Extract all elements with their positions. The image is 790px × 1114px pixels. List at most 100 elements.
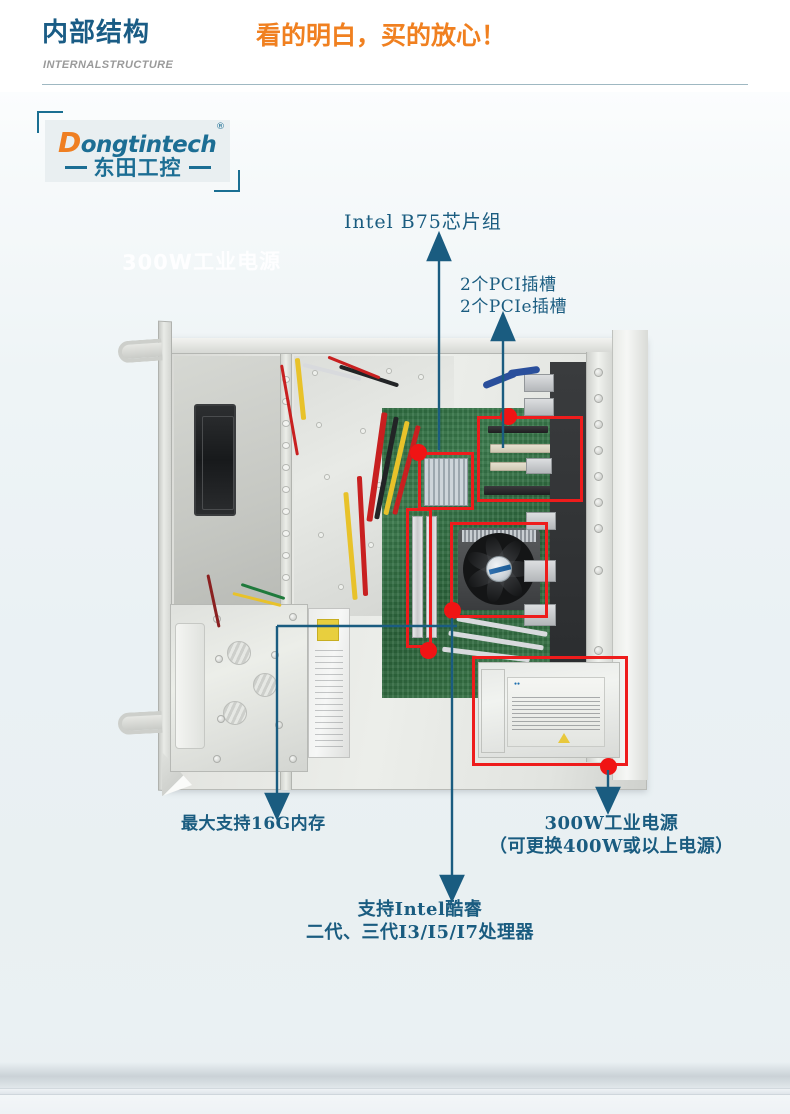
rail-screw [594,394,603,403]
marker-dot-chipset [410,444,427,461]
highlight-box-memory [406,508,432,648]
callout-line: （可更换400W或以上电源） [489,836,734,858]
bracket-screw [275,721,283,729]
cable-grommet [282,574,290,581]
shelf-edge [0,1088,790,1095]
logo-corner-bottom-right [214,170,240,192]
io-connector [526,458,552,474]
chassis-top-rail [167,338,647,354]
arrow-head-cpu [439,874,465,903]
screw-hole [368,542,374,548]
logo-chinese-row: 东田工控 [55,152,220,182]
callout-label-chipset: Intel B75芯片组 [344,210,502,234]
chipset-heatsink [424,458,468,506]
page-subtitle-en: INTERNALSTRUCTURE [43,59,174,71]
pcie-slot [484,486,576,495]
io-connector [526,512,556,530]
bracket-screw [215,655,223,663]
cable-grommet [282,486,290,493]
rail-screw [594,566,603,575]
rail-screw [594,498,603,507]
rail-screw [594,524,603,533]
io-connector [524,374,554,392]
pcie-slot [488,426,548,433]
screw-hole [418,374,424,380]
arrow-head-chipset [426,230,452,262]
marker-dot-memory [420,642,437,659]
vent-hole [223,701,247,725]
drive-bay-bracket [170,604,308,772]
screw-hole [360,428,366,434]
screw-hole [386,368,392,374]
logo-wordmark: Dongtintech [58,126,217,159]
cable-grommet [282,442,290,449]
logo-dash-left [64,165,87,169]
shelf-base [0,1095,790,1114]
callout-line: 2个PCI插槽 [460,275,557,295]
psu-label: ●● [507,677,605,747]
logo-corner-top-left [37,111,63,133]
logo-wordmark-rest: ongtintech [80,132,217,158]
logo-chinese-name: 东田工控 [93,156,182,180]
header-slogan: 看的明白，买的放心！ [256,21,507,50]
logo-dash-right [188,165,211,169]
page-header: 内部结构 INTERNALSTRUCTURE 看的明白，买的放心！ [0,0,790,92]
memory-slot [412,516,423,638]
callout-label-slots: 2个PCI插槽 2个PCIe插槽 [460,275,567,319]
cable-grommet [282,508,290,515]
cable-grommet [282,530,290,537]
callout-label-memory: 最大支持16G内存 [181,814,326,836]
bracket-screw [213,755,221,763]
cable-grommet [282,552,290,559]
power-supply-unit: ●● [478,662,620,758]
screw-hole [318,532,324,538]
rail-screw [594,420,603,429]
brand-logo: Dongtintech ® 东田工控 [37,111,240,192]
io-connector [524,560,556,582]
screw-hole [316,422,322,428]
registered-trademark-icon: ® [216,122,225,132]
marker-dot-psu [600,758,617,775]
logo-lead-letter: D [58,126,81,159]
chassis-handle-bottom [117,710,163,736]
watermark-text: 300W工业电源 [121,249,282,275]
callout-line: 300W工业电源 [544,813,679,834]
screw-hole [324,474,330,480]
callout-label-psu: 300W工业电源 （可更换400W或以上电源） [489,812,734,858]
callout-line: Intel B75芯片组 [344,211,502,233]
drive-label-text [315,649,343,747]
callout-line: 最大支持16G内存 [181,814,326,834]
psu-brand-text: ●● [514,681,521,687]
io-connector [524,398,554,416]
system-fan [194,404,236,516]
drive-sticker [317,619,339,641]
bracket-screw [289,613,297,621]
cooler-hub [486,556,512,582]
psu-vent [481,669,505,753]
highlight-box-expansion-slots [477,416,583,502]
callout-label-cpu: 支持Intel酷睿 二代、三代I3/I5/I7处理器 [306,898,534,944]
optical-drive [175,623,205,749]
rail-screw [594,472,603,481]
chassis-handle-top [117,338,163,364]
callout-line: 二代、三代I3/I5/I7处理器 [306,922,534,944]
page-title: 内部结构 [42,18,151,48]
shelf-shadow [0,1062,790,1088]
highlight-box-psu [472,656,628,766]
callout-line: 2个PCIe插槽 [460,296,568,317]
marker-dot-cpu [444,602,461,619]
logo-plate [45,120,230,182]
highlight-box-cpu [450,522,548,618]
bracket-screw [289,755,297,763]
warning-triangle-icon [558,733,570,743]
bracket-screw [217,715,225,723]
cable-grommet [282,420,290,427]
vent-hole [253,673,277,697]
screw-hole [338,584,344,590]
cooler-fan [463,533,535,605]
hard-drive [308,608,350,758]
psu-label-specs [512,694,600,730]
bracket-screw [271,651,279,659]
callout-line: 支持Intel酷睿 [357,899,483,920]
